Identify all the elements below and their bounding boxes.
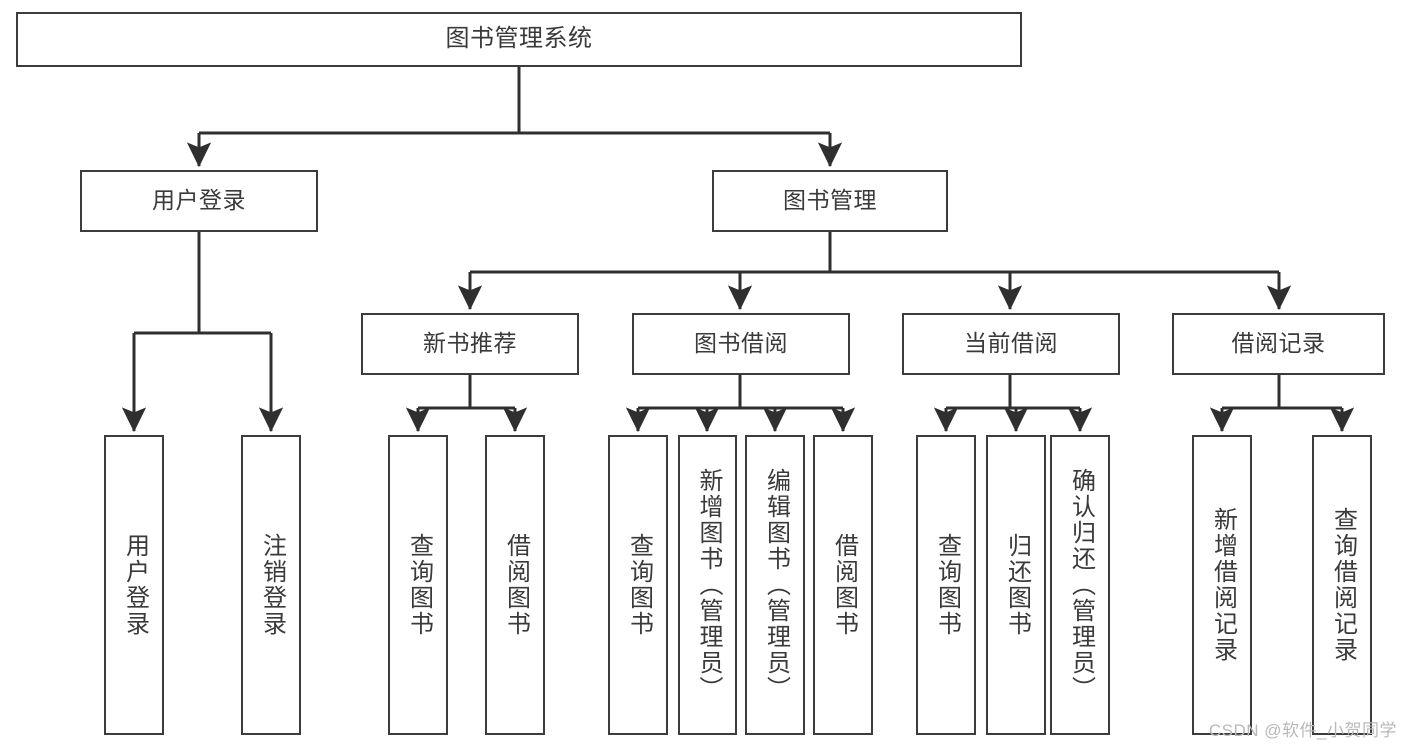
node-leaf-query-book-2[interactable]: 查询图书	[608, 435, 668, 735]
node-root-label: 图书管理系统	[445, 25, 593, 53]
node-current-borrow[interactable]: 当前借阅	[902, 313, 1120, 375]
node-borrow-record[interactable]: 借阅记录	[1172, 313, 1385, 375]
node-leaf-user-login-label: 用户登录	[121, 533, 149, 637]
node-leaf-query-borrow-rec-label: 查询借阅记录	[1329, 507, 1357, 663]
node-leaf-edit-book[interactable]: 编辑图书（管理员）	[745, 435, 805, 735]
node-leaf-edit-book-label: 编辑图书（管理员）	[762, 468, 790, 702]
node-book-manage[interactable]: 图书管理	[712, 170, 948, 232]
node-leaf-return-book-label: 归还图书	[1003, 533, 1031, 637]
node-leaf-user-logout-label: 注销登录	[258, 533, 286, 637]
node-leaf-query-book-3[interactable]: 查询图书	[916, 435, 976, 735]
node-new-book-recommend-label: 新书推荐	[423, 330, 517, 357]
node-book-borrow[interactable]: 图书借阅	[632, 313, 850, 375]
node-leaf-return-book[interactable]: 归还图书	[986, 435, 1046, 735]
node-leaf-borrow-book-1[interactable]: 借阅图书	[485, 435, 545, 735]
node-leaf-add-book-label: 新增图书（管理员）	[694, 468, 722, 702]
node-leaf-borrow-book-1-label: 借阅图书	[502, 533, 530, 637]
node-new-book-recommend[interactable]: 新书推荐	[361, 313, 579, 375]
node-root[interactable]: 图书管理系统	[16, 12, 1022, 67]
node-leaf-confirm-return-label: 确认归还（管理员）	[1067, 468, 1095, 702]
node-leaf-confirm-return[interactable]: 确认归还（管理员）	[1050, 435, 1110, 735]
node-leaf-user-logout[interactable]: 注销登录	[241, 435, 301, 735]
node-leaf-borrow-book-2[interactable]: 借阅图书	[813, 435, 873, 735]
node-leaf-add-borrow-rec[interactable]: 新增借阅记录	[1192, 435, 1252, 735]
node-user-login-label: 用户登录	[152, 187, 246, 214]
node-leaf-query-book-3-label: 查询图书	[933, 533, 961, 637]
node-leaf-query-book-2-label: 查询图书	[625, 533, 653, 637]
node-leaf-add-borrow-rec-label: 新增借阅记录	[1209, 507, 1237, 663]
node-user-login[interactable]: 用户登录	[80, 170, 318, 232]
node-leaf-user-login[interactable]: 用户登录	[104, 435, 164, 735]
node-leaf-query-book-1[interactable]: 查询图书	[388, 435, 448, 735]
node-leaf-query-borrow-rec[interactable]: 查询借阅记录	[1312, 435, 1372, 735]
watermark: CSDN @软件_小贺同学	[1208, 721, 1397, 740]
node-leaf-borrow-book-2-label: 借阅图书	[830, 533, 858, 637]
node-book-manage-label: 图书管理	[783, 187, 877, 214]
node-leaf-add-book[interactable]: 新增图书（管理员）	[678, 435, 737, 735]
node-borrow-record-label: 借阅记录	[1231, 330, 1326, 357]
node-book-borrow-label: 图书借阅	[694, 330, 788, 357]
node-current-borrow-label: 当前借阅	[964, 330, 1058, 357]
node-leaf-query-book-1-label: 查询图书	[405, 533, 433, 637]
